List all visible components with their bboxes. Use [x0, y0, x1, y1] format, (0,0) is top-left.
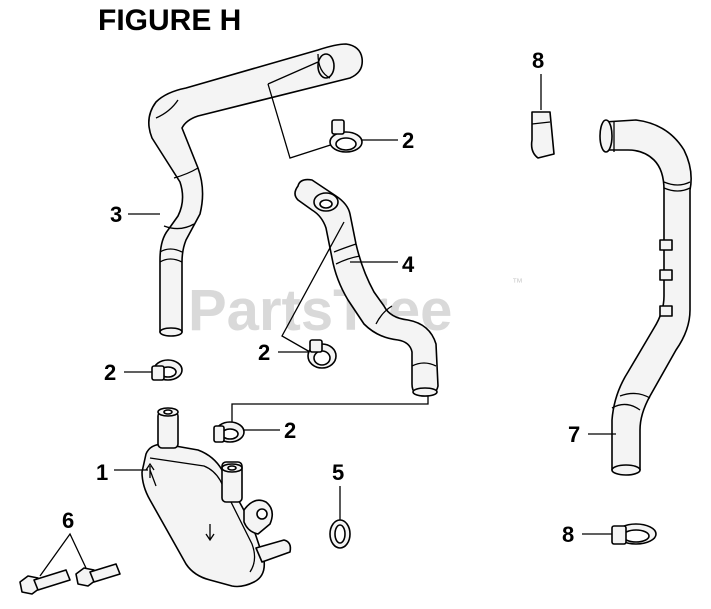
callout-2-cooler: 2: [284, 418, 296, 443]
figure-title: FIGURE H: [98, 4, 241, 37]
callout-4: 4: [402, 252, 415, 277]
callout-2-middle: 2: [258, 340, 270, 365]
trademark: ™: [512, 277, 523, 289]
part-8-clip-top[interactable]: [530, 111, 555, 159]
callout-5: 5: [332, 460, 344, 485]
part-2-clamp-middle[interactable]: [307, 339, 337, 369]
callout-3: 3: [110, 202, 122, 227]
callout-2-left: 2: [104, 360, 116, 385]
callout-2-top: 2: [402, 128, 414, 153]
part-8-clamp-bottom[interactable]: [611, 523, 657, 545]
part-2-clamp-top[interactable]: [329, 119, 363, 153]
part-4-hose[interactable]: [294, 178, 439, 397]
part-6-bolt-a[interactable]: [19, 569, 71, 595]
callout-6: 6: [62, 508, 74, 533]
part-2-clamp-left[interactable]: [151, 359, 183, 381]
part-3-hose[interactable]: [148, 43, 364, 337]
part-7-pipe[interactable]: [599, 119, 692, 476]
callout-1: 1: [96, 460, 108, 485]
callout-8-bottom: 8: [562, 522, 574, 547]
part-6-bolt-b[interactable]: [75, 563, 121, 587]
part-1-oil-cooler[interactable]: [141, 407, 292, 588]
leader-6: [39, 532, 87, 577]
part-5-o-ring[interactable]: [329, 519, 351, 549]
callout-8-top: 8: [532, 48, 544, 73]
callout-7: 7: [568, 422, 580, 447]
part-2-clamp-cooler[interactable]: [213, 421, 245, 443]
leader-4-to-cooler: [231, 396, 429, 424]
leader-4-clamp: [281, 221, 345, 353]
